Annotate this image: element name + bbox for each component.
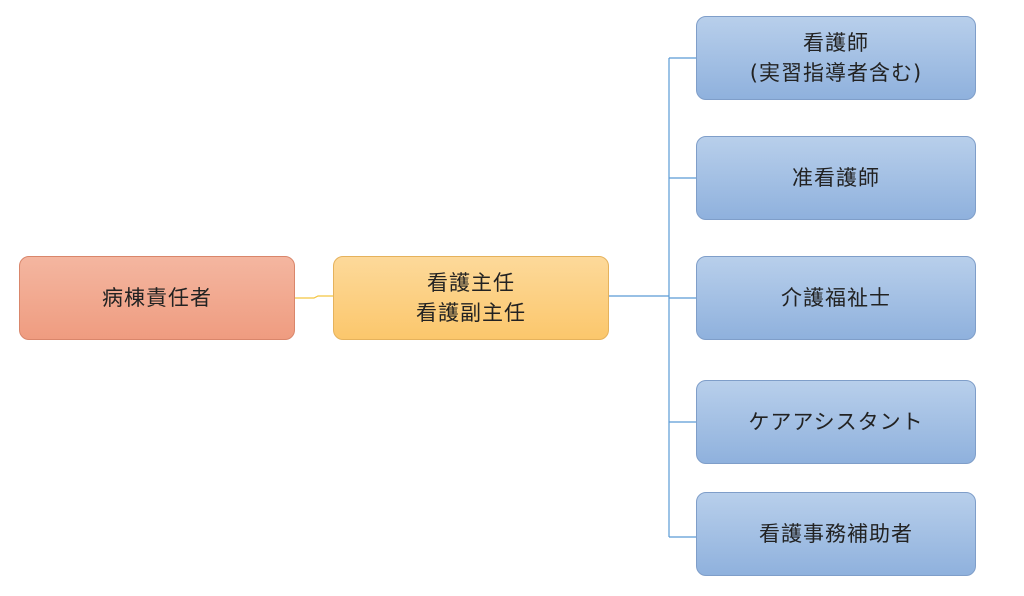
- node-label: 看護事務補助者: [759, 521, 913, 546]
- node-label: ケアアシスタント: [748, 409, 924, 434]
- node-label: 准看護師: [792, 165, 880, 190]
- node-nursing-clerk: 看護事務補助者: [696, 492, 976, 576]
- node-assistant-nurse: 准看護師: [696, 136, 976, 220]
- node-label-line-2: (実習指導者含む): [749, 61, 923, 85]
- node-care-assistant: ケアアシスタント: [696, 380, 976, 464]
- node-ward-manager: 病棟責任者: [19, 256, 295, 340]
- connector-root-to-middle: [295, 295, 333, 299]
- node-nurse: 看護師 (実習指導者含む): [696, 16, 976, 100]
- node-label-line-1: 看護主任: [427, 270, 515, 295]
- node-label: 病棟責任者: [102, 285, 212, 310]
- node-head-nurse: 看護主任 看護副主任: [333, 256, 609, 340]
- node-label: 介護福祉士: [781, 285, 891, 310]
- node-care-worker: 介護福祉士: [696, 256, 976, 340]
- node-label-line-1: 看護師: [803, 30, 869, 55]
- node-label-line-2: 看護副主任: [416, 301, 526, 325]
